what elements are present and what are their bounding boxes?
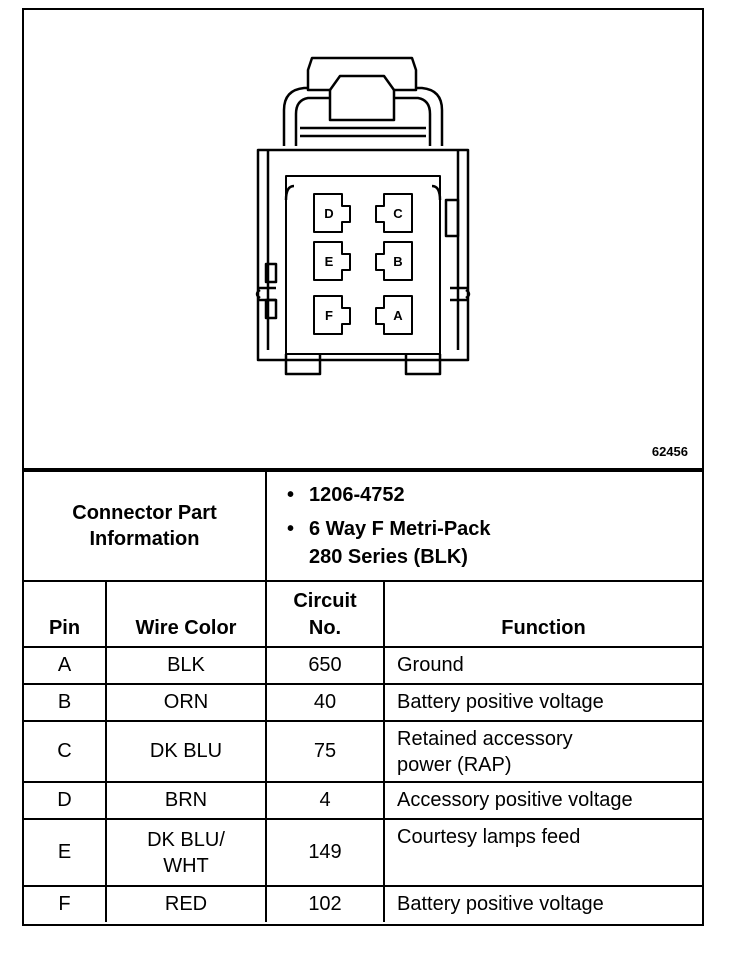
pin-label-d: D bbox=[324, 206, 333, 221]
connector-info-label-line2: Information bbox=[89, 528, 200, 550]
function-cell: Retained accessory power (RAP) bbox=[383, 720, 702, 783]
header-circuit-line2: No. bbox=[308, 617, 342, 639]
table-row: D BRN 4 Accessory positive voltage bbox=[24, 781, 702, 820]
function-cell: Courtesy lamps feed bbox=[383, 818, 702, 887]
table-row: A BLK 650 Ground bbox=[24, 646, 702, 685]
circuit-cell: 75 bbox=[265, 720, 385, 783]
figure-number: 62456 bbox=[651, 444, 688, 459]
wire-color-line2: WHT bbox=[163, 854, 209, 877]
header-wire-color: Wire Color bbox=[105, 580, 267, 648]
table-row: F RED 102 Battery positive voltage bbox=[24, 885, 702, 922]
pinout-table: Connector Part Information 1206-4752 6 W… bbox=[24, 470, 702, 922]
function-cell: Battery positive voltage bbox=[383, 885, 702, 922]
connector-info-label: Connector Part Information bbox=[24, 470, 267, 582]
connector-housing bbox=[255, 148, 471, 376]
wire-color-cell: BLK bbox=[105, 646, 267, 685]
wire-color-line1: DK BLU/ bbox=[147, 828, 225, 851]
connector-info-row: Connector Part Information 1206-4752 6 W… bbox=[24, 470, 702, 582]
header-pin: Pin bbox=[24, 580, 107, 648]
connector-description-line2: 280 Series (BLK) bbox=[309, 546, 468, 568]
connector-description-line1: 6 Way F Metri-Pack bbox=[287, 515, 702, 543]
pin-cell: E bbox=[24, 818, 107, 887]
function-cell: Ground bbox=[383, 646, 702, 685]
pin-letters: D C E B F A bbox=[324, 206, 403, 323]
function-line2: power (RAP) bbox=[397, 753, 512, 776]
function-cell: Battery positive voltage bbox=[383, 683, 702, 722]
pin-label-c: C bbox=[393, 206, 403, 221]
connector-info-details: 1206-4752 6 Way F Metri-Pack 280 Series … bbox=[265, 470, 702, 582]
pin-cell: B bbox=[24, 683, 107, 722]
pin-label-b: B bbox=[393, 254, 402, 269]
circuit-cell: 102 bbox=[265, 885, 385, 922]
part-number: 1206-4752 bbox=[287, 481, 702, 509]
pin-label-e: E bbox=[325, 254, 334, 269]
table-header-row: Pin Wire Color Circuit No. Function bbox=[24, 580, 702, 648]
function-line1: Retained accessory bbox=[397, 727, 573, 750]
pin-cell: D bbox=[24, 781, 107, 820]
header-circuit-no: Circuit No. bbox=[265, 580, 385, 648]
wire-color-cell: DK BLU/ WHT bbox=[105, 818, 267, 887]
header-function: Function bbox=[383, 580, 702, 648]
table-row: C DK BLU 75 Retained accessory power (RA… bbox=[24, 720, 702, 783]
table-row: B ORN 40 Battery positive voltage bbox=[24, 683, 702, 722]
table-row: E DK BLU/ WHT 149 Courtesy lamps feed bbox=[24, 818, 702, 887]
pin-label-a: A bbox=[393, 308, 403, 323]
header-circuit-line1: Circuit bbox=[293, 590, 357, 612]
connector-figure: D C E B F A 62456 bbox=[24, 10, 702, 470]
wire-color-cell: BRN bbox=[105, 781, 267, 820]
connector-sheet: D C E B F A 62456 Connector Part Informa… bbox=[22, 8, 704, 926]
pin-label-f: F bbox=[325, 308, 333, 323]
circuit-cell: 650 bbox=[265, 646, 385, 685]
pin-cell: A bbox=[24, 646, 107, 685]
connector-drawing: D C E B F A bbox=[255, 56, 471, 376]
circuit-cell: 4 bbox=[265, 781, 385, 820]
wire-color-cell: ORN bbox=[105, 683, 267, 722]
connector-latch bbox=[282, 56, 444, 146]
pin-cavities bbox=[313, 193, 413, 335]
pin-cell: C bbox=[24, 720, 107, 783]
wire-color-cell: DK BLU bbox=[105, 720, 267, 783]
wire-color-cell: RED bbox=[105, 885, 267, 922]
circuit-cell: 40 bbox=[265, 683, 385, 722]
connector-info-label-line1: Connector Part bbox=[72, 502, 217, 524]
circuit-cell: 149 bbox=[265, 818, 385, 887]
function-cell: Accessory positive voltage bbox=[383, 781, 702, 820]
pin-cell: F bbox=[24, 885, 107, 922]
